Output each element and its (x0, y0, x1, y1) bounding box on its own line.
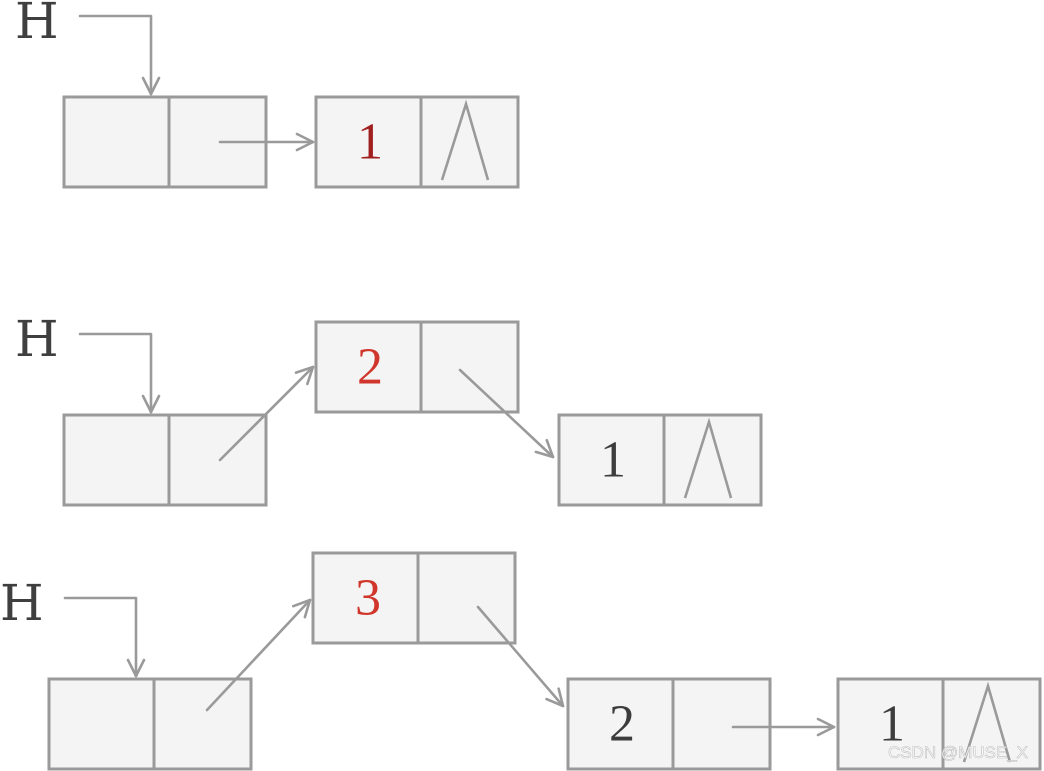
node-box (314, 95, 520, 189)
head-label: H (15, 0, 59, 50)
head-node (62, 413, 268, 507)
next-pointer-arrow (476, 605, 565, 708)
null-pointer-icon (440, 99, 490, 181)
node-box (566, 677, 772, 771)
watermark: CSDN @MUSE_X (888, 743, 1028, 762)
next-pointer-arrow (205, 598, 312, 712)
node-box (62, 413, 268, 507)
stage-1: H 1 (15, 0, 520, 189)
head-pointer-arrow (78, 332, 161, 414)
node-value: 1 (357, 114, 383, 171)
list-node: 1 (836, 677, 1042, 771)
stage-3: H 3 2 1 (0, 551, 1042, 771)
list-node: 1 (557, 413, 763, 507)
node-value: 2 (357, 339, 383, 396)
head-pointer-arrow (78, 14, 161, 96)
head-label: H (0, 574, 44, 632)
node-box (314, 320, 520, 414)
list-node: 1 (314, 95, 520, 189)
next-pointer-arrow (458, 368, 555, 459)
head-node (47, 677, 253, 771)
head-label: H (15, 310, 59, 368)
node-value: 1 (600, 432, 626, 489)
head-pointer-arrow (63, 596, 146, 678)
node-box (557, 413, 763, 507)
next-pointer-arrow (218, 365, 315, 462)
node-value: 2 (609, 696, 635, 753)
node-box (311, 551, 517, 645)
node-value: 3 (355, 570, 381, 627)
node-box (47, 677, 253, 771)
list-node: 3 (311, 551, 517, 645)
null-pointer-icon (683, 417, 733, 499)
null-pointer-icon (962, 681, 1012, 763)
list-node: 2 (566, 677, 772, 771)
node-value: 1 (879, 696, 905, 753)
stage-2: H 2 1 (15, 310, 763, 507)
list-node: 2 (314, 320, 520, 414)
